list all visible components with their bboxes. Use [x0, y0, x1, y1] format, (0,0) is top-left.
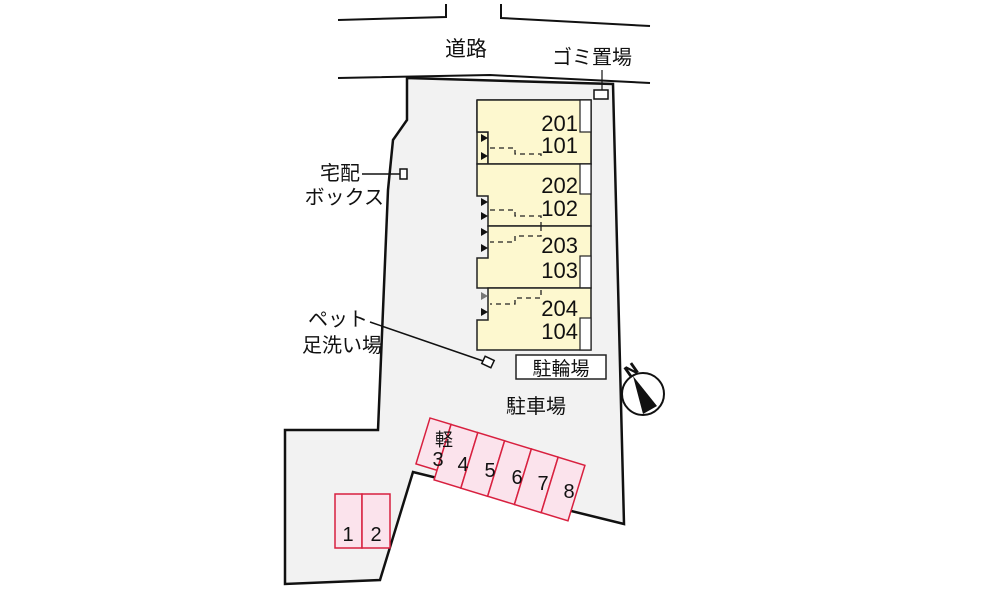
- pet-wash-label-1: ペット: [308, 307, 368, 331]
- parking-lot-label: 駐車場: [506, 394, 566, 418]
- kei-car-label: 軽: [435, 430, 453, 451]
- unit-102[interactable]: 102: [541, 196, 578, 221]
- parking-space-1[interactable]: 1: [342, 524, 353, 546]
- garbage-station[interactable]: [593, 89, 609, 100]
- north-compass-icon: N: [620, 359, 665, 416]
- parking-row-b: 1 2: [334, 493, 391, 549]
- road-label: 道路: [445, 37, 487, 61]
- unit-201[interactable]: 201: [541, 111, 578, 136]
- delivery-box-marker[interactable]: [399, 168, 408, 180]
- parking-space-2[interactable]: 2: [370, 524, 381, 546]
- parking-space-8[interactable]: 8: [563, 481, 574, 503]
- parking-row-a-labels: 軽 3 4 5 6 7 8: [432, 430, 574, 503]
- bicycle-parking-box[interactable]: [515, 354, 607, 380]
- parking-space-7[interactable]: 7: [537, 473, 548, 495]
- delivery-box-label-1: 宅配: [320, 161, 360, 185]
- unit-202[interactable]: 202: [541, 173, 578, 198]
- parking-row-a: [415, 417, 586, 522]
- unit-204[interactable]: 204: [541, 296, 578, 321]
- unit-labels: 201 101 202 102 203 103 204 104: [541, 111, 578, 344]
- unit-101[interactable]: 101: [541, 133, 578, 158]
- unit-104[interactable]: 104: [541, 319, 578, 344]
- parking-space-3[interactable]: 3: [432, 449, 443, 471]
- bicycle-parking-label: 駐輪場: [532, 358, 589, 380]
- unit-203[interactable]: 203: [541, 233, 578, 258]
- road-edges: [337, 4, 651, 84]
- pet-wash-label-2: 足洗い場: [302, 333, 382, 357]
- unit-103[interactable]: 103: [541, 258, 578, 283]
- building: [476, 99, 592, 351]
- pet-wash-marker[interactable]: [480, 355, 496, 369]
- garbage-label: ゴミ置場: [552, 45, 632, 69]
- parking-space-4[interactable]: 4: [457, 454, 468, 476]
- delivery-box-label-2: ボックス: [305, 185, 384, 209]
- parking-space-5[interactable]: 5: [484, 460, 495, 482]
- entrance-markers: [481, 134, 488, 316]
- parking-space-6[interactable]: 6: [511, 467, 522, 489]
